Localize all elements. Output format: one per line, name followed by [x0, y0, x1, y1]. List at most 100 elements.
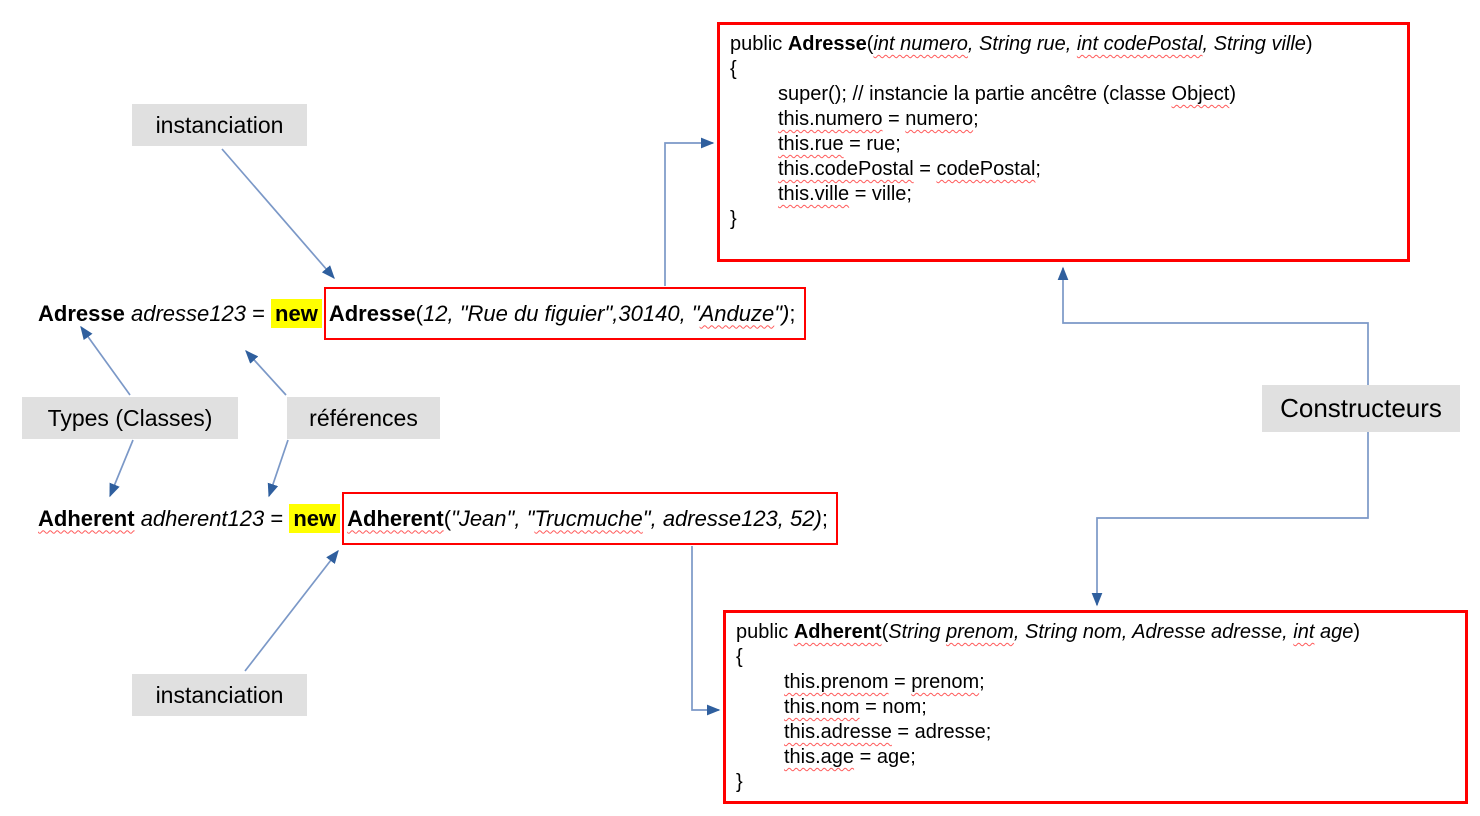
text-segment: = adresse;	[891, 721, 992, 743]
text-segment: String ville	[1213, 33, 1306, 55]
text-segment: this.codePostal	[778, 158, 914, 180]
text-segment: ;	[979, 671, 985, 693]
arrow-references-to-adherent123	[267, 439, 289, 498]
text-segment: ", adresse123, 52)	[642, 505, 822, 531]
code-line: this.nom = nom;	[736, 695, 1457, 720]
statement-adherent: Adherent adherent123 = new Adherent("Jea…	[38, 492, 838, 545]
statement-adresse: Adresse adresse123 = new Adresse(12, "Ru…	[38, 287, 806, 340]
text-segment: }	[736, 771, 743, 793]
text-segment: =	[888, 671, 912, 693]
statement-adherent-declaration: Adherent adherent123 = new	[38, 503, 341, 533]
text-segment: adresse123	[130, 300, 246, 326]
text-segment: new	[271, 298, 322, 328]
code-line: {	[730, 57, 1399, 82]
text-segment: numero	[905, 108, 974, 130]
code-line: }	[730, 207, 1399, 232]
text-segment: }	[730, 208, 737, 230]
text-segment: this.rue	[778, 133, 844, 155]
arrow-instanciation-top-to-new	[221, 148, 335, 280]
arrow-types-to-adherent	[109, 439, 134, 498]
code-line: {	[736, 645, 1457, 670]
text-segment: )	[1353, 621, 1361, 643]
code-line: this.codePostal = codePostal;	[730, 157, 1399, 182]
text-segment: )	[1305, 33, 1313, 55]
text-segment: Adresse	[328, 300, 416, 326]
constructor-box-adresse: public Adresse(int numero, String rue, i…	[717, 22, 1410, 262]
constructor-box-adherent: public Adherent(String prenom, String no…	[723, 610, 1468, 804]
text-segment: (	[443, 505, 452, 531]
text-segment: Adherent	[38, 505, 135, 531]
text-segment: super(); // instancie la partie ancêtre …	[778, 83, 1172, 105]
text-segment: public	[730, 33, 788, 55]
arrow-instanciation-bottom-to-new	[244, 549, 339, 672]
text-segment: )	[1229, 83, 1236, 105]
label-instanciation-top: instanciation	[132, 104, 307, 146]
text-segment: Anduze	[699, 300, 775, 326]
text-segment: prenom	[911, 671, 980, 693]
statement-adresse-declaration: Adresse adresse123 = new	[38, 298, 322, 328]
text-segment: {	[730, 58, 737, 80]
text-segment: this.numero	[778, 108, 883, 130]
text-segment: "Jean", "	[451, 505, 535, 531]
text-segment: (	[881, 621, 889, 643]
text-segment: Object	[1171, 83, 1230, 105]
connector-statement-adresse-to-constructor	[664, 137, 715, 286]
text-segment: Adherent	[793, 621, 882, 643]
connector-statement-adherent-to-constructor	[691, 546, 721, 716]
text-segment: =	[264, 505, 290, 531]
label-types-classes: Types (Classes)	[22, 397, 238, 439]
text-segment: Adherent	[347, 505, 444, 531]
text-segment: int	[1293, 621, 1315, 643]
label-references: références	[287, 397, 440, 439]
text-segment: Trucmuche	[534, 505, 643, 531]
text-segment: new	[289, 503, 341, 533]
text-segment: int numero	[873, 33, 968, 55]
text-segment: ;	[821, 505, 828, 531]
text-segment: this.ville	[778, 183, 850, 205]
text-segment: public	[736, 621, 794, 643]
text-segment: Adresse	[787, 33, 867, 55]
text-segment: int codePostal	[1076, 33, 1203, 55]
text-segment: codePostal	[936, 158, 1036, 180]
code-line: }	[736, 770, 1457, 795]
text-segment: adherent123	[140, 505, 265, 531]
text-segment: String rue	[979, 33, 1066, 55]
text-segment: String	[888, 621, 947, 643]
code-line: public Adresse(int numero, String rue, i…	[730, 32, 1399, 57]
text-segment: ;	[789, 300, 796, 326]
text-segment: =	[245, 300, 272, 326]
text-segment: ;	[1035, 158, 1041, 180]
text-segment: ,	[967, 33, 980, 55]
text-segment: ;	[973, 108, 979, 130]
text-segment: age	[1314, 621, 1354, 643]
code-line: this.rue = rue;	[730, 132, 1399, 157]
text-segment: =	[882, 108, 906, 130]
text-segment: = rue;	[843, 133, 901, 155]
text-segment: = ville;	[849, 183, 912, 205]
code-line: this.adresse = adresse;	[736, 720, 1457, 745]
text-segment: Adresse	[38, 300, 125, 326]
call-box-adresse: Adresse(12, "Rue du figuier",30140, "And…	[323, 287, 806, 340]
text-segment: {	[736, 646, 743, 668]
code-line: this.prenom = prenom;	[736, 670, 1457, 695]
arrow-references-to-adresse123	[245, 349, 287, 396]
text-segment: = nom;	[859, 696, 927, 718]
text-segment: ")	[774, 300, 790, 326]
text-segment: , String nom, Adresse adresse,	[1013, 621, 1294, 643]
code-line: public Adherent(String prenom, String no…	[736, 620, 1457, 645]
text-segment: =	[913, 158, 937, 180]
call-box-adherent: Adherent("Jean", "Trucmuche", adresse123…	[342, 492, 838, 545]
text-segment: = age;	[854, 746, 916, 768]
label-constructeurs: Constructeurs	[1262, 385, 1460, 432]
connector-constructeurs-to-boxes	[1057, 266, 1369, 607]
text-segment: this.prenom	[784, 671, 889, 693]
text-segment: this.nom	[784, 696, 860, 718]
text-segment: prenom	[946, 621, 1014, 643]
text-segment: (	[866, 33, 874, 55]
code-line: this.ville = ville;	[730, 182, 1399, 207]
code-line: this.age = age;	[736, 745, 1457, 770]
text-segment: ,	[1202, 33, 1214, 55]
text-segment: this.adresse	[784, 721, 892, 743]
code-line: this.numero = numero;	[730, 107, 1399, 132]
